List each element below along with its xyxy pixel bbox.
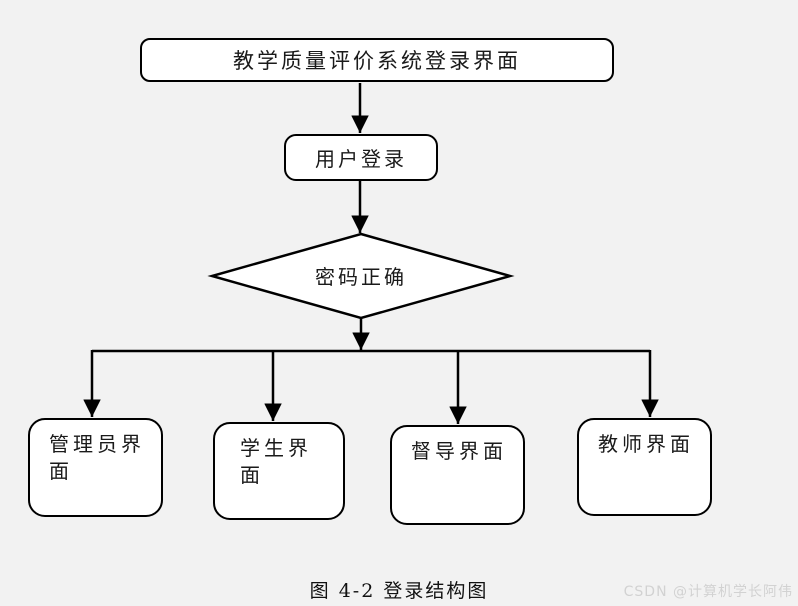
node-supervisor-interface: 督导界面 — [390, 425, 525, 525]
node-student-interface: 学生界面 — [213, 422, 345, 520]
node-admin-interface: 管理员界面 — [28, 418, 163, 517]
csdn-watermark: CSDN @计算机学长阿伟 — [623, 584, 793, 600]
node-system-login-title: 教学质量评价系统登录界面 — [140, 38, 614, 82]
decision-diamond-shape — [207, 232, 515, 320]
figure-caption: 图 4-2 登录结构图 — [309, 580, 489, 602]
node-password-correct-label: 密码正确 — [315, 265, 407, 289]
node-teacher-interface: 教师界面 — [577, 418, 712, 516]
node-user-login-label: 用户登录 — [315, 147, 407, 171]
node-system-login-title-label: 教学质量评价系统登录界面 — [233, 49, 521, 73]
node-user-login: 用户登录 — [284, 134, 438, 181]
